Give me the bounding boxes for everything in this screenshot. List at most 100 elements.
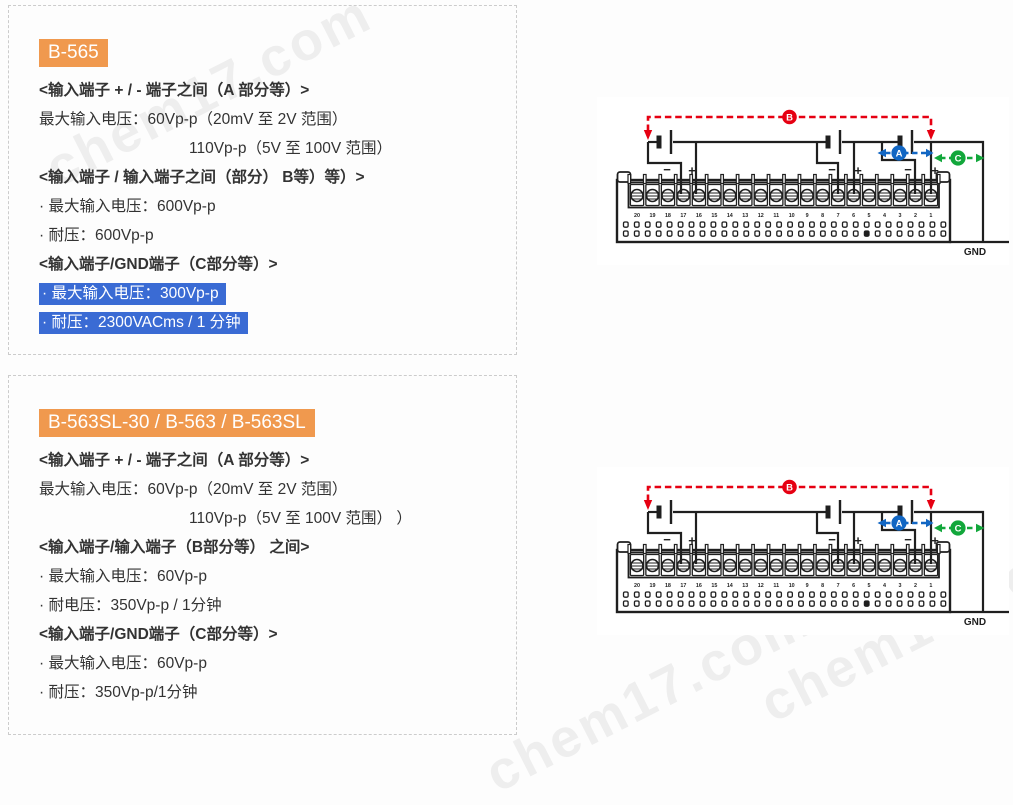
spec-line: 110Vp-p（5V 至 100V 范围） ） bbox=[189, 510, 412, 527]
terminal-number: 3 bbox=[898, 583, 901, 589]
terminal-number: 12 bbox=[758, 583, 764, 589]
gnd-label: GND bbox=[964, 617, 986, 628]
polarity-label: + bbox=[854, 533, 862, 548]
spec-line: · 最大输入电压：60Vp-p bbox=[39, 655, 207, 672]
terminal-number: 8 bbox=[821, 213, 824, 219]
spec-line: <输入端子/输入端子（B部分等） 之间> bbox=[39, 539, 310, 556]
terminal-number: 15 bbox=[711, 213, 717, 219]
terminal-number: 5 bbox=[868, 213, 871, 219]
spec-line: · 耐电压：350Vp-p / 1分钟 bbox=[39, 597, 222, 614]
terminal-number: 16 bbox=[696, 213, 702, 219]
spec-line: <输入端子 + / - 端子之间（A 部分等）> bbox=[39, 82, 310, 99]
terminal-number: 12 bbox=[758, 213, 764, 219]
spec-line: · 最大输入电压：60Vp-p bbox=[39, 568, 207, 585]
spec-line: · 耐压：350Vp-p/1分钟 bbox=[39, 684, 198, 701]
svg-text:C: C bbox=[955, 154, 962, 165]
spec-line: 最大输入电压：60Vp-p（20mV 至 2V 范围） bbox=[39, 481, 348, 498]
polarity-label: + bbox=[854, 163, 862, 178]
terminal-number: 11 bbox=[773, 583, 779, 589]
highlighted-spec-text: · 最大输入电压：300Vp-p bbox=[39, 283, 226, 305]
polarity-label: + bbox=[688, 163, 696, 178]
spec-line: · 最大输入电压：600Vp-p bbox=[39, 198, 216, 215]
spec-line: · 耐压：600Vp-p bbox=[39, 227, 154, 244]
spec-lines: <输入端子 + / - 端子之间（A 部分等）> 最大输入电压：60Vp-p（20… bbox=[39, 76, 506, 337]
terminal-number: 7 bbox=[837, 583, 840, 589]
highlighted-spec-text: · 耐压：2300VACms / 1 分钟 bbox=[39, 312, 248, 334]
svg-text:A: A bbox=[896, 149, 903, 160]
polarity-label: − bbox=[663, 162, 671, 177]
terminal-number: 15 bbox=[711, 583, 717, 589]
terminal-number: 19 bbox=[649, 583, 655, 589]
terminal-number: 20 bbox=[634, 213, 640, 219]
model-badge: B-563SL-30 / B-563 / B-563SL bbox=[39, 409, 315, 437]
terminal-number: 17 bbox=[680, 583, 686, 589]
spec-line: · 最大输入电压：300Vp-p bbox=[39, 279, 506, 308]
b-badge bbox=[782, 479, 797, 495]
measurement-c: C bbox=[934, 150, 985, 166]
polarity-label: − bbox=[904, 532, 912, 547]
terminal-number: 6 bbox=[852, 213, 855, 219]
spec-panel-b565: B-565 <输入端子 + / - 端子之间（A 部分等）> 最大输入电压：60V… bbox=[8, 5, 517, 355]
terminal-number: 1 bbox=[929, 583, 932, 589]
polarity-label: − bbox=[828, 162, 836, 177]
measurement-b: B bbox=[643, 109, 936, 140]
polarity-label: + bbox=[688, 533, 696, 548]
b-badge bbox=[782, 109, 797, 125]
signal-wiring bbox=[646, 500, 1009, 614]
spec-line: · 耐压：2300VACms / 1 分钟 bbox=[39, 308, 506, 337]
terminal-number: 8 bbox=[821, 583, 824, 589]
terminal-number: 3 bbox=[898, 213, 901, 219]
measurement-a: A bbox=[877, 515, 934, 531]
terminal-number: 10 bbox=[789, 583, 795, 589]
spec-panel-b563: B-563SL-30 / B-563 / B-563SL <输入端子 + / -… bbox=[8, 375, 517, 735]
spec-line: <输入端子/GND端子（C部分等）> bbox=[39, 626, 278, 643]
terminal-number: 4 bbox=[883, 583, 886, 589]
c-badge bbox=[950, 150, 966, 166]
svg-text:B: B bbox=[786, 483, 793, 494]
spec-panel-content: B-565 <输入端子 + / - 端子之间（A 部分等）> 最大输入电压：60V… bbox=[9, 6, 516, 337]
terminal-number: 5 bbox=[868, 583, 871, 589]
terminal-number: 18 bbox=[665, 213, 671, 219]
measurement-c: C bbox=[934, 520, 985, 536]
polarity-label: + bbox=[931, 163, 939, 178]
terminal-number: 14 bbox=[727, 583, 733, 589]
svg-text:A: A bbox=[896, 519, 903, 530]
spec-line: 最大输入电压：60Vp-p（20mV 至 2V 范围） bbox=[39, 111, 348, 128]
c-badge bbox=[950, 520, 966, 536]
polarity-label: − bbox=[904, 162, 912, 177]
model-badge: B-565 bbox=[39, 39, 108, 67]
a-badge bbox=[891, 145, 907, 161]
polarity-label: − bbox=[663, 532, 671, 547]
terminal-number: 20 bbox=[634, 583, 640, 589]
spec-line: 110Vp-p（5V 至 100V 范围） bbox=[189, 140, 393, 157]
terminal-number: 9 bbox=[806, 213, 809, 219]
terminal-number: 17 bbox=[680, 213, 686, 219]
signal-wiring bbox=[646, 130, 1009, 244]
terminal-number: 18 bbox=[665, 583, 671, 589]
measurement-b: B bbox=[643, 479, 936, 510]
spec-line: <输入端子 + / - 端子之间（A 部分等）> bbox=[39, 452, 310, 469]
terminal-number: 1 bbox=[929, 213, 932, 219]
spec-line: <输入端子 / 输入端子之间（部分） B等）等）> bbox=[39, 169, 365, 186]
spec-panel-content: B-563SL-30 / B-563 / B-563SL <输入端子 + / -… bbox=[9, 376, 516, 707]
polarity-label: + bbox=[931, 533, 939, 548]
terminal-number: 10 bbox=[789, 213, 795, 219]
terminal-number: 13 bbox=[742, 583, 748, 589]
svg-text:C: C bbox=[955, 524, 962, 535]
polarity-label: − bbox=[828, 532, 836, 547]
terminal-number: 7 bbox=[837, 213, 840, 219]
terminal-number: 11 bbox=[773, 213, 779, 219]
terminal-number: 19 bbox=[649, 213, 655, 219]
spec-line: <输入端子/GND端子（C部分等）> bbox=[39, 256, 278, 273]
a-badge bbox=[891, 515, 907, 531]
terminal-number: 9 bbox=[806, 583, 809, 589]
terminal-number: 16 bbox=[696, 583, 702, 589]
svg-text:B: B bbox=[786, 113, 793, 124]
terminal-number: 14 bbox=[727, 213, 733, 219]
spec-lines: <输入端子 + / - 端子之间（A 部分等）> 最大输入电压：60Vp-p（20… bbox=[39, 446, 506, 707]
terminal-number: 4 bbox=[883, 213, 886, 219]
